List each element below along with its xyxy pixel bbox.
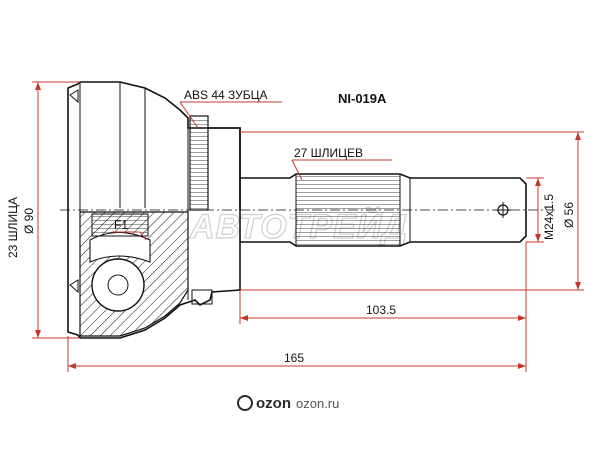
diameter-56-label: Ø 56 [562,202,576,228]
f1-label: F1 [114,218,128,232]
diameter-90-label: Ø 90 [22,208,36,234]
brand-logo-icon [237,395,253,411]
abs-teeth-label: ABS 44 ЗУБЦА [184,88,268,102]
site-url: ozon.ru [296,396,339,411]
length-103-5-label: 103.5 [366,303,396,317]
footer-brand: ozon ozon.ru [237,395,339,412]
dimension-lines [32,81,584,372]
outer-splines-label: 23 ШЛИЦА [6,197,20,258]
inner-splines-label: 27 ШЛИЦЕВ [294,146,363,160]
thread-label: M24x1.5 [542,194,556,240]
part-number: NI-019A [338,91,387,106]
length-165-label: 165 [284,351,304,365]
brand-logo-text: ozon [256,395,291,412]
stub-shaft [240,173,527,247]
section-view [69,89,189,337]
